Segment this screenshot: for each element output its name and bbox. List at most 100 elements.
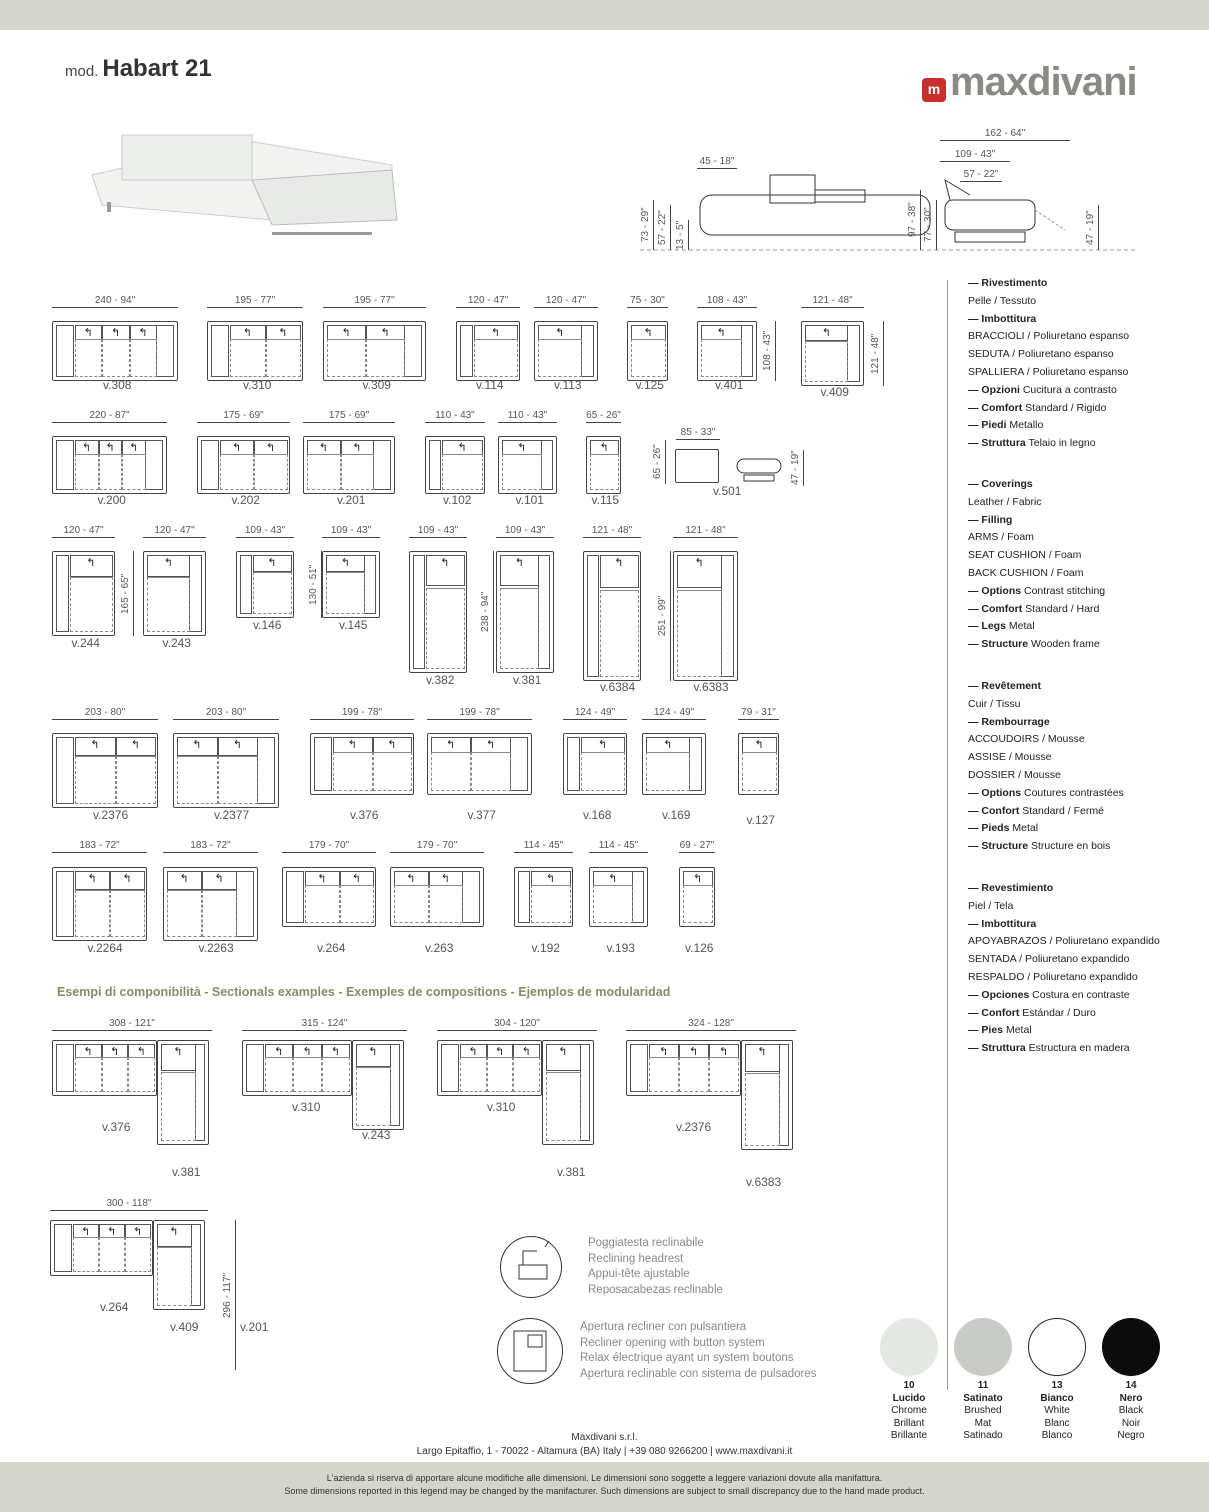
backrest: [147, 555, 191, 577]
module-width-dim: 195 - 77": [207, 295, 303, 308]
seat-cushion: [73, 1237, 99, 1272]
seat-cushion: [75, 339, 103, 377]
seat-cushion: [646, 752, 691, 791]
recline-arrow-icon: ↰: [406, 873, 416, 885]
spec-line: APOYABRAZOS / Poliuretano expandido: [968, 933, 1160, 951]
module-code: v.6384: [600, 680, 636, 694]
spec-line: ARMS / Foam: [968, 529, 1105, 547]
module-width-dim: 121 - 48": [583, 525, 641, 538]
recline-arrow-icon: ↰: [110, 1046, 120, 1058]
seat-cushion: [473, 339, 518, 377]
module-code: v.193: [606, 941, 635, 955]
seat-cushion: [265, 339, 301, 377]
seat-cushion: [742, 752, 777, 791]
spec-line: SPALLIERA / Poliuretano espanso: [968, 364, 1129, 382]
finish-es: Satinado: [963, 1430, 1003, 1441]
ottoman-code: v.501: [713, 484, 742, 498]
module-width-dim: 199 - 78": [310, 707, 414, 720]
recline-arrow-icon: ↰: [340, 557, 350, 569]
module-v-126: ↰: [679, 867, 715, 927]
armrest: [286, 871, 304, 923]
module-code: v.308: [103, 378, 132, 392]
armrest: [404, 325, 422, 377]
module-code: v.200: [97, 493, 126, 507]
armrest: [56, 440, 74, 490]
recline-arrow-icon: ↰: [341, 327, 351, 339]
spec-label: — Comfort: [968, 401, 1023, 414]
seat-cushion: [431, 752, 471, 791]
example-corner-module: ↰: [741, 1040, 793, 1150]
recline-arrow-icon: ↰: [555, 327, 565, 339]
armrest: [462, 871, 480, 923]
recline-arrow-icon: ↰: [105, 442, 115, 454]
seat-cushion: [333, 752, 373, 791]
finish-name: Nero: [1119, 1392, 1143, 1404]
spec-value: Cuir / Tissu: [968, 697, 1021, 710]
recline-arrow-icon: ↰: [267, 557, 277, 569]
finish-num: 14: [1125, 1380, 1137, 1391]
module-code: v.409: [820, 385, 849, 399]
seat-cushion: [599, 590, 639, 677]
module-code: v.192: [531, 941, 560, 955]
spec-label: — Comfort: [968, 602, 1023, 615]
armrest: [257, 737, 275, 804]
spec-line: — Imbottitura: [968, 311, 1129, 329]
spec-line: SEAT CUSHION / Foam: [968, 547, 1105, 565]
module-v-310: ↰↰: [207, 321, 303, 381]
recline-arrow-icon: ↰: [440, 557, 450, 569]
recline-arrow-icon: ↰: [130, 739, 140, 751]
module-width-dim: 109 - 43": [496, 525, 554, 538]
spec-value: Contrast stitching: [1021, 584, 1106, 597]
recline-arrow-icon: ↰: [821, 327, 831, 339]
backrest: [745, 1044, 780, 1073]
backrest: [110, 871, 145, 890]
backrest: [677, 555, 722, 589]
module-v-376: ↰↰: [310, 733, 414, 795]
module-width-dim: 175 - 69": [197, 410, 290, 423]
module-v-201: ↰↰: [303, 436, 395, 494]
armrest: [56, 1044, 74, 1092]
seat-cushion: [631, 339, 666, 377]
spec-value: Standard / Rigido: [1022, 401, 1107, 414]
feature-line: Relax électrique ayant un system boutons: [580, 1352, 794, 1364]
ottoman-top-view: [675, 449, 719, 483]
module-width-dim: 183 - 72": [52, 840, 147, 853]
recline-arrow-icon: ↰: [387, 739, 397, 751]
finish-swatch: [1102, 1318, 1160, 1376]
side-open-depth-dim: 162 - 64": [940, 128, 1070, 141]
armrest: [389, 1044, 400, 1126]
armrest: [156, 325, 174, 377]
module-v-382: ↰: [409, 551, 467, 673]
finish-swatch: [1028, 1318, 1086, 1376]
recline-arrow-icon: ↰: [242, 327, 252, 339]
spec-value: Standard / Fermé: [1019, 804, 1104, 817]
finish-en: White: [1044, 1405, 1070, 1416]
seat-cushion: [428, 885, 463, 923]
armrest: [246, 1044, 264, 1092]
module-v-401: ↰: [697, 321, 757, 381]
module-v-114: ↰: [456, 321, 520, 381]
module-width-dim: 220 - 87": [52, 410, 167, 423]
armrest: [364, 555, 376, 614]
spec-line: — Opzioni Cucitura a contrasto: [968, 382, 1129, 400]
recline-arrow-icon: ↰: [81, 442, 92, 454]
module-width-dim: 179 - 70": [282, 840, 376, 853]
example-code: v.310: [292, 1100, 321, 1114]
seat-cushion: [366, 339, 405, 377]
module-width-dim: 69 - 27": [679, 840, 715, 853]
armrest: [541, 440, 553, 490]
seat-cushion: [147, 576, 191, 632]
seat-cushion: [177, 755, 218, 804]
module-code: v.146: [253, 618, 282, 632]
seat-cushion: [220, 453, 254, 490]
module-v-2264: ↰↰: [52, 867, 147, 941]
armrest: [201, 440, 219, 490]
spec-line: ACCOUDOIRS / Mousse: [968, 731, 1124, 749]
module-v-200: ↰↰↰: [52, 436, 167, 494]
seat-cushion: [683, 885, 713, 923]
module-depth-dim: 130 - 51": [308, 551, 322, 618]
armrest: [581, 325, 594, 377]
module-v-168: ↰: [563, 733, 627, 795]
